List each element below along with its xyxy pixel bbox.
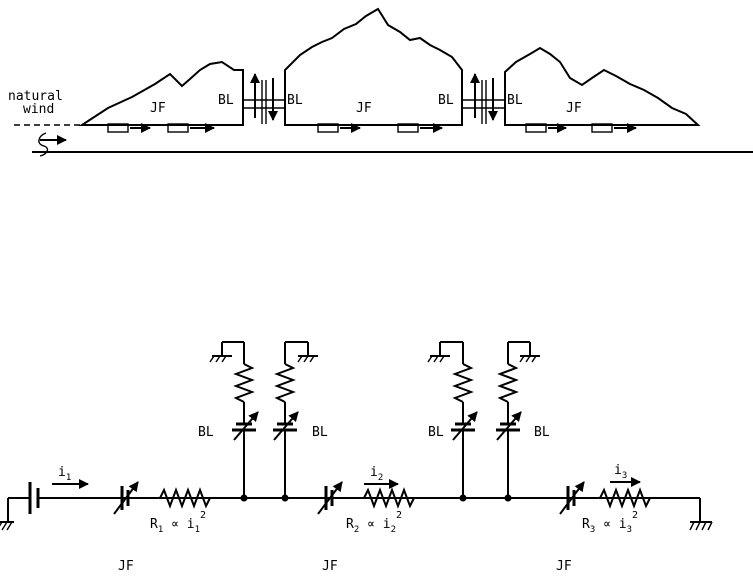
current-label-1: i1 (58, 465, 71, 483)
mountain-2 (284, 7, 463, 126)
circuit-jf-label-1: JF (118, 559, 134, 574)
circuit-bl-label-1: BL (198, 425, 214, 440)
shaft-2 (462, 73, 505, 124)
circuit-jf-label-3: JF (556, 559, 572, 574)
circuit-bl-label-2: BL (312, 425, 328, 440)
natural-wind-swirl (38, 132, 49, 157)
natural-wind-label-line1: natural (8, 89, 63, 104)
current-label-3: i3 (614, 463, 627, 481)
bl-branch-3 (427, 341, 478, 502)
bl-branch-4 (496, 341, 540, 502)
tunnel-bl-label-4: BL (507, 93, 523, 108)
tunnel-bl-label-2: BL (287, 93, 303, 108)
tunnel-jf-label-3: JF (566, 101, 582, 116)
jf-source-2 (317, 481, 343, 515)
resistance-label-1: R1 ∝ i12 (150, 510, 206, 535)
tunnel-jf-label-2: JF (356, 101, 372, 116)
bl-branch-2 (273, 341, 318, 502)
tunnel-bl-label-3: BL (438, 93, 454, 108)
ground-left (0, 498, 14, 531)
circuit-bl-label-4: BL (534, 425, 550, 440)
mountain-3 (504, 46, 701, 126)
resistor-3 (599, 487, 651, 509)
resistor-2 (363, 487, 415, 509)
circuit-bl-label-3: BL (428, 425, 444, 440)
tunnel-jf-label-1: JF (150, 101, 166, 116)
natural-wind-label-line2: wind (23, 102, 54, 117)
jet-fan-tunnel-1 (107, 123, 215, 133)
tunnel-profile: natural wind JF JF JF (8, 7, 753, 157)
ground-right (689, 498, 713, 531)
jf-source-3 (559, 481, 585, 515)
tunnel-bl-label-1: BL (218, 93, 234, 108)
jet-fan-tunnel-2 (317, 123, 443, 133)
mountain-1 (78, 60, 244, 126)
resistance-label-2: R2 ∝ i22 (346, 510, 402, 535)
resistance-label-3: R3 ∝ i32 (582, 510, 638, 535)
jet-fan-tunnel-3 (525, 123, 637, 133)
circuit-jf-label-2: JF (322, 559, 338, 574)
equivalent-circuit: i1 R1 ∝ i12 JF (0, 341, 713, 574)
resistor-1 (159, 487, 211, 509)
jf-source-1 (113, 481, 139, 515)
shaft-1 (243, 73, 285, 124)
current-label-2: i2 (370, 465, 383, 483)
bl-branch-1 (209, 341, 259, 502)
